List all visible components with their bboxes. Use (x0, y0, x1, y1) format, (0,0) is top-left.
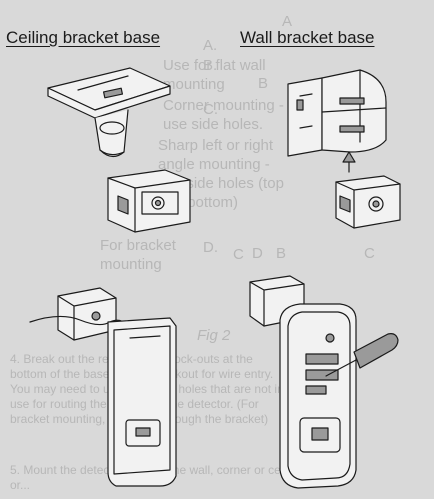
bleed-list-c-text: Sharp left or right angle mounting - use… (158, 137, 284, 211)
screwdriver-icon (325, 333, 399, 377)
ceiling-bracket-mount-drawing (107, 169, 191, 233)
bleed-fig-letter-c: C (233, 246, 244, 263)
wall-bracket-heading: Wall bracket base (240, 28, 375, 47)
wall-wiring-drawing (249, 275, 357, 489)
bleed-fig-letter-b2: B (276, 245, 287, 262)
bleed-list-b-text: Corner mounting - use side holes. (163, 97, 284, 133)
ceiling-wiring-drawing (29, 287, 177, 487)
bleed-fig-label: Fig 2 (197, 327, 231, 344)
bleed-list-a-text: Use for flat wall mounting (163, 57, 266, 93)
wall-bracket-mount-drawing (335, 175, 401, 229)
bleed-fig-letter-c2: C (364, 245, 375, 262)
ceiling-bracket-base-drawing (47, 67, 171, 158)
bleed-list-d: D. (203, 239, 218, 256)
ceiling-bracket-heading: Ceiling bracket base (6, 28, 161, 47)
bleed-list-b: B. (203, 57, 218, 74)
up-arrow-icon (342, 151, 356, 173)
bleed-list-c: C. (203, 101, 218, 118)
bleed-fig-letter-a: A (282, 13, 293, 30)
bleed-list-d-text: For bracket mounting (100, 237, 176, 273)
wall-bracket-base-drawing (287, 69, 387, 157)
bleed-fig-letter-b: B (258, 75, 269, 92)
bleed-list-a: A. (203, 37, 218, 54)
bleed-fig-letter-d: D (252, 245, 263, 262)
